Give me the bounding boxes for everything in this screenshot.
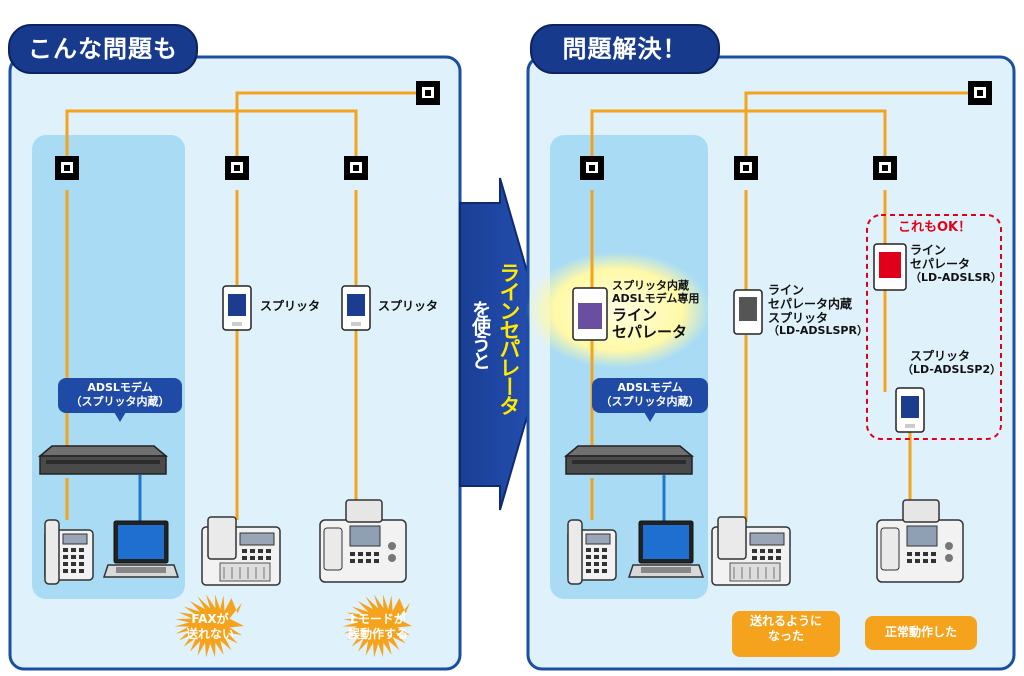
right-wall-jack-main <box>968 81 992 105</box>
left-title: こんな問題も <box>8 24 198 74</box>
mid-device-label: ライン セパレータ内蔵 スプリッタ （LD-ADSLSPR） <box>768 283 868 338</box>
left-phone <box>44 519 94 585</box>
left-problem-2: Lモードが 誤動作する <box>333 612 423 642</box>
right-fax <box>711 516 791 586</box>
left-jack-modem <box>55 156 79 180</box>
arrow-text-2: を使うと <box>469 300 491 368</box>
ld-adslsr-device <box>873 243 907 291</box>
right-modem-bubble-line-2: （スプリッタ内蔵） <box>600 395 700 409</box>
left-adsl-modem <box>39 445 167 475</box>
result-box-1 <box>732 611 840 657</box>
right-phone <box>567 519 617 585</box>
ok-dashed-box <box>866 214 1002 440</box>
left-problem-burst-2 <box>342 594 412 658</box>
ld-adslspr-device <box>733 289 763 335</box>
result-1: 送れるように なった <box>732 614 840 644</box>
result-1-line-1: 送れるように <box>749 614 822 628</box>
left-jack-fax <box>225 156 249 180</box>
right-laptop <box>628 520 704 578</box>
left-splitter-label-1: スプリッタ <box>260 299 321 313</box>
ok-title: これもOK！ <box>898 220 972 235</box>
left-problem-1-line-1: FAXが <box>191 612 229 626</box>
right-jack-lmode <box>873 156 897 180</box>
sp2-device-label: スプリッタ （LD-ADSLSP2） <box>902 349 1002 376</box>
mid-device-label-line-3: スプリッタ <box>768 310 829 325</box>
left-wall-jack-main <box>416 81 440 105</box>
mid-device-label-line-1: ライン <box>768 283 805 297</box>
result-2: 正常動作した <box>884 625 957 639</box>
red-device-label-line-2: セパレータ <box>910 256 971 271</box>
highlight-name-line-1: ライン <box>612 306 658 324</box>
left-problem-burst-1 <box>174 594 244 658</box>
left-modem-area <box>32 135 185 599</box>
right-jack-modem <box>580 156 604 180</box>
highlight-label: スプリッタ内蔵 ADSLモデム専用 <box>612 279 700 305</box>
highlight-name-line-2: セパレータ <box>612 323 688 342</box>
left-modem-bubble: ADSLモデム （スプリッタ内蔵） <box>58 378 182 422</box>
red-device-label-line-3: （LD-ADSLSR） <box>910 270 1002 284</box>
left-splitter-2 <box>341 285 371 331</box>
right-jack-fax <box>734 156 758 180</box>
left-problem-1-line-2: 送れない <box>185 627 234 641</box>
red-device-label: ライン セパレータ （LD-ADSLSR） <box>910 243 1002 284</box>
left-modem-bubble-line-2: （スプリッタ内蔵） <box>70 395 170 409</box>
highlight-glow <box>526 252 710 368</box>
red-device-label-line-1: ライン <box>910 243 947 257</box>
right-modem-bubble-line-1: ADSLモデム <box>617 381 683 394</box>
right-adsl-modem <box>565 445 693 475</box>
line-separator-device <box>572 287 608 341</box>
left-jack-lmode <box>344 156 368 180</box>
result-box-2 <box>865 616 977 650</box>
highlight-name: ライン セパレータ <box>612 306 688 342</box>
left-splitter-label-2: スプリッタ <box>378 299 439 313</box>
right-title: 問題解決！ <box>530 24 720 74</box>
left-problem-2-line-1: Lモードが <box>350 612 406 626</box>
sp2-device-label-line-1: スプリッタ <box>910 349 971 363</box>
left-laptop <box>103 520 179 578</box>
middle-arrow <box>459 177 550 511</box>
mid-device-label-line-4: （LD-ADSLSPR） <box>768 324 868 338</box>
result-1-line-2: なった <box>767 629 804 643</box>
left-modem-bubble-line-1: ADSLモデム <box>87 381 153 394</box>
ld-adslsp2-device <box>895 387 925 433</box>
sp2-device-label-line-2: （LD-ADSLSP2） <box>902 362 1002 376</box>
left-problem-2-line-2: 誤動作する <box>347 627 408 641</box>
left-splitter-1 <box>222 285 252 331</box>
mid-device-label-line-2: セパレータ内蔵 <box>768 296 853 311</box>
arrow-text-1: ラインセパレータ <box>497 262 521 414</box>
highlight-label-line-1: スプリッタ内蔵 <box>612 279 689 292</box>
left-fax <box>201 516 281 586</box>
right-modem-bubble: ADSLモデム （スプリッタ内蔵） <box>592 378 708 422</box>
highlight-label-line-2: ADSLモデム専用 <box>612 291 700 305</box>
left-problem-1: FAXが 送れない <box>165 612 255 642</box>
